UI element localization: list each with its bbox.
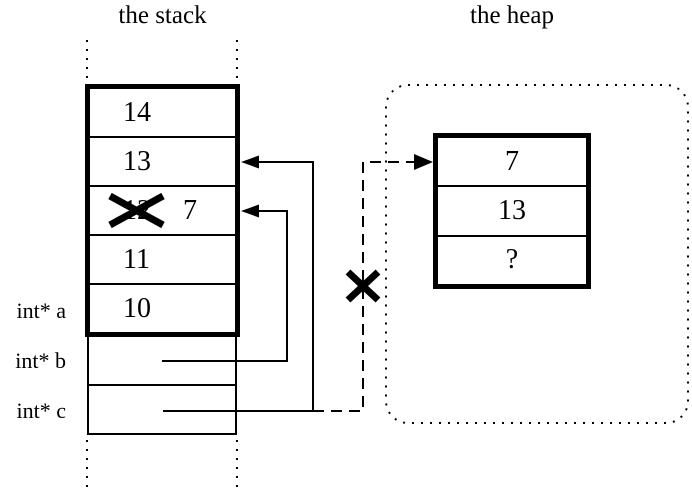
pointer-b-cell	[89, 337, 235, 384]
heap-title: the heap	[470, 2, 554, 29]
stack-cell-value: 11	[123, 243, 150, 275]
stack-cell: 11	[90, 234, 235, 283]
old-pointer-arrowhead-icon	[414, 154, 433, 170]
stack-title: the stack	[118, 2, 207, 29]
stack-cell: 13	[90, 136, 235, 185]
stack-pointer-cells	[87, 337, 237, 435]
heap-cell: ?	[438, 234, 586, 284]
stack-cell-value: 14	[123, 96, 151, 128]
pointer-b-arrowhead-icon	[241, 204, 259, 218]
crossout-x-old-pointer-icon	[345, 269, 381, 303]
stack-cell: 14	[90, 89, 235, 136]
heap-cell: 13	[438, 185, 586, 234]
pointer-label-c: int* c	[16, 398, 67, 423]
pointer-label-b: int* b	[15, 348, 66, 373]
heap-cell-value: 7	[505, 145, 519, 177]
pointer-c-arrowhead-icon	[241, 155, 259, 169]
heap-cell-value: ?	[505, 244, 519, 276]
stack-cell-value: 13	[123, 145, 151, 177]
stack-cell: 10	[90, 283, 235, 332]
stack-cell-old-value: 12	[123, 194, 151, 226]
stack-frame-box: 14 13 12 7 11 10	[85, 84, 240, 337]
heap-cell-value: 13	[498, 194, 526, 226]
pointer-label-a: int* a	[16, 298, 67, 323]
heap-cell: 7	[438, 138, 586, 185]
pointer-c-cell	[89, 384, 235, 433]
stack-cell-overwritten: 12 7	[90, 185, 235, 234]
stack-cell-value: 10	[123, 292, 151, 324]
heap-block-box: 7 13 ?	[433, 133, 591, 289]
old-pointer-c-dashed-line	[313, 161, 414, 412]
stack-cell-new-value: 7	[183, 194, 197, 226]
